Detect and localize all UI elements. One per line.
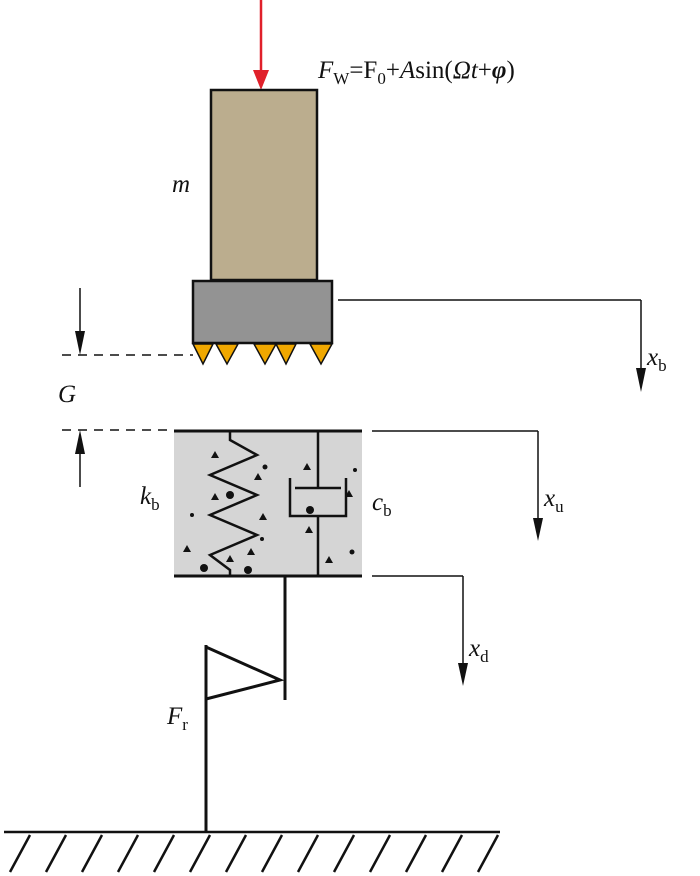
applied-force-arrow <box>253 0 269 90</box>
damping-label: cb <box>372 489 392 520</box>
xu-label: xu <box>543 485 564 516</box>
force-equation-label: FW=F0+Asin(Ωt+φ) <box>317 57 515 88</box>
ground <box>4 830 500 873</box>
xb-displacement-arrow <box>338 299 646 392</box>
xu-displacement-arrow <box>372 430 543 541</box>
rock-texture <box>183 451 357 574</box>
gap-label: G <box>58 381 76 408</box>
xb-label: xb <box>646 344 667 375</box>
bit-holder <box>191 279 334 345</box>
stiffness-label: kb <box>140 483 160 514</box>
resistance-element <box>204 645 285 832</box>
xd-displacement-arrow <box>372 575 468 686</box>
damper-cb <box>288 431 348 576</box>
xd-label: xd <box>468 635 489 666</box>
gap-indicator <box>62 288 193 487</box>
rock-block <box>174 431 362 576</box>
mass-label: m <box>172 171 190 198</box>
resistance-label: Fr <box>166 703 188 734</box>
spring-kb <box>206 431 261 576</box>
mass-block <box>209 88 319 282</box>
cutter-teeth <box>191 343 334 366</box>
